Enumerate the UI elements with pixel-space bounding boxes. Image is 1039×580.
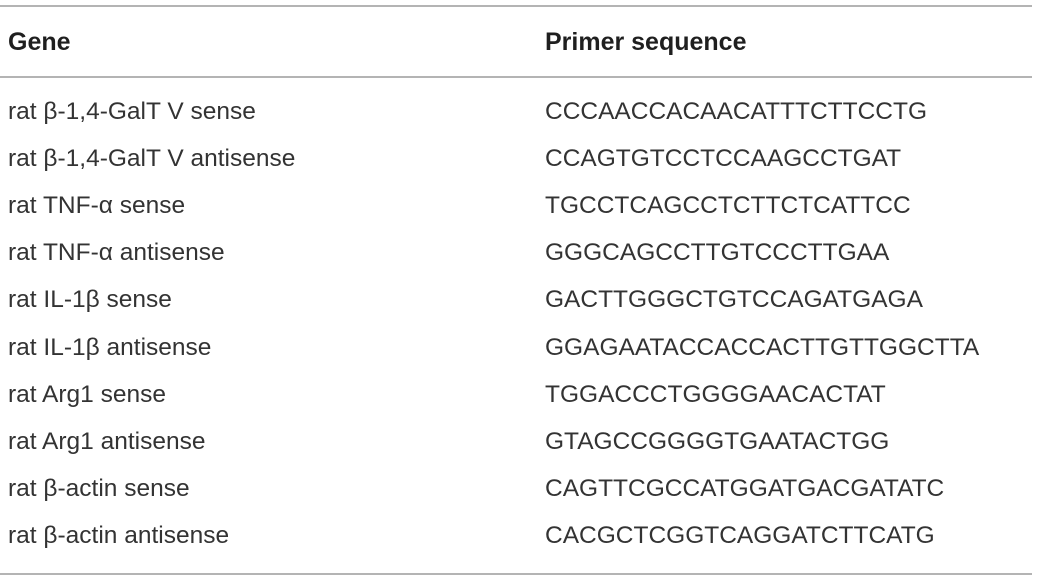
gene-cell: rat TNF-α sense (8, 191, 186, 219)
table-bottom-rule (0, 573, 1032, 575)
sequence-cell: TGGACCCTGGGGAACACTAT (545, 380, 886, 408)
table-row: rat β-1,4-GalT V antisense CCAGTGTCCTCCA… (0, 135, 1032, 182)
sequence-cell: GACTTGGGCTGTCCAGATGAGA (545, 286, 923, 314)
gene-cell: rat β-actin antisense (8, 522, 230, 550)
table-row: rat IL-1β antisense GGAGAATACCACCACTTGTT… (0, 324, 1032, 371)
sequence-cell: TGCCTCAGCCTCTTCTCATTCC (545, 191, 911, 219)
gene-cell: rat Arg1 sense (8, 380, 166, 408)
sequence-cell: CCAGTGTCCTCCAAGCCTGAT (545, 144, 902, 172)
gene-cell: rat β-1,4-GalT V sense (8, 97, 256, 125)
sequence-cell: CACGCTCGGTCAGGATCTTCATG (545, 522, 935, 550)
gene-cell: rat TNF-α antisense (8, 239, 225, 267)
table-body: rat β-1,4-GalT V sense CCCAACCACAACATTTC… (0, 88, 1032, 560)
gene-cell: rat IL-1β antisense (8, 333, 212, 361)
gene-cell: rat Arg1 antisense (8, 427, 206, 455)
sequence-cell: GGGCAGCCTTGTCCCTTGAA (545, 239, 890, 267)
table-header-rule (0, 76, 1032, 78)
table-row: rat β-1,4-GalT V sense CCCAACCACAACATTTC… (0, 88, 1032, 135)
sequence-cell: CCCAACCACAACATTTCTTCCTG (545, 97, 928, 125)
table-row: rat TNF-α sense TGCCTCAGCCTCTTCTCATTCC (0, 182, 1032, 229)
sequence-cell: CAGTTCGCCATGGATGACGATATC (545, 475, 945, 503)
header-gene: Gene (8, 27, 71, 56)
table-row: rat β-actin sense CAGTTCGCCATGGATGACGATA… (0, 466, 1032, 513)
table-row: rat Arg1 sense TGGACCCTGGGGAACACTAT (0, 371, 1032, 418)
table-row: rat TNF-α antisense GGGCAGCCTTGTCCCTTGAA (0, 230, 1032, 277)
table-top-rule (0, 5, 1032, 7)
gene-cell: rat IL-1β sense (8, 286, 172, 314)
table-row: rat Arg1 antisense GTAGCCGGGGTGAATACTGG (0, 418, 1032, 465)
table-row: rat IL-1β sense GACTTGGGCTGTCCAGATGAGA (0, 277, 1032, 324)
gene-cell: rat β-actin sense (8, 475, 190, 503)
header-primer-sequence: Primer sequence (545, 27, 747, 56)
gene-cell: rat β-1,4-GalT V antisense (8, 144, 296, 172)
sequence-cell: GTAGCCGGGGTGAATACTGG (545, 427, 890, 455)
table-header-row: Gene Primer sequence (0, 20, 1032, 64)
sequence-cell: GGAGAATACCACCACTTGTTGGCTTA (545, 333, 980, 361)
table-row: rat β-actin antisense CACGCTCGGTCAGGATCT… (0, 513, 1032, 560)
